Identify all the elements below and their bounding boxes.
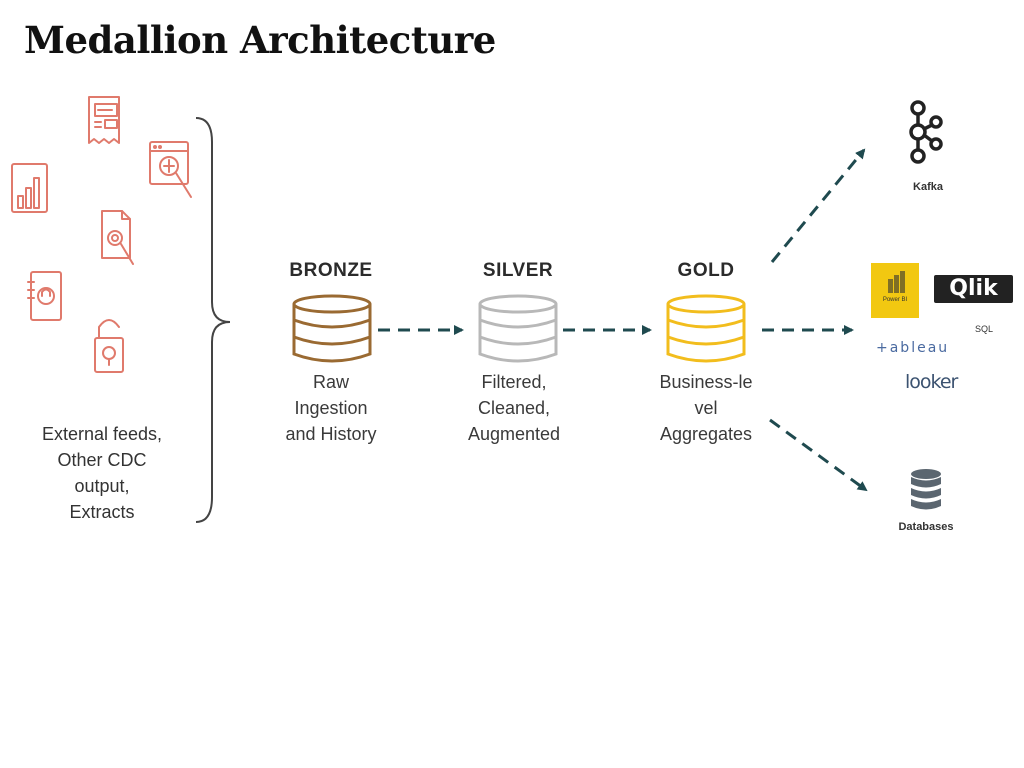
desc-line: Raw [312, 372, 349, 392]
desc-line: Cleaned, [477, 398, 551, 418]
gold-description: Business-le vel Aggregates [631, 369, 781, 447]
powerbi-label: Power BI [882, 297, 908, 303]
secure-document-icon [27, 271, 62, 321]
sources-brace [195, 117, 231, 523]
silver-description: Filtered, Cleaned, Augmented [439, 369, 589, 447]
caption-line: output, [74, 476, 130, 496]
kafka-label: Kafka [913, 181, 943, 193]
silver-label: SILVER [482, 260, 554, 281]
desc-line: Business-le [659, 372, 753, 392]
powerbi-bars-icon [888, 271, 905, 293]
desc-line: vel [694, 398, 718, 418]
caption-line: External feeds, [41, 424, 163, 444]
desc-line: Augmented [467, 424, 561, 444]
page-title: Medallion Architecture [24, 18, 496, 62]
sql-label: SQL [975, 324, 994, 334]
bronze-description: Raw Ingestion and History [256, 369, 406, 447]
tableau-logo: +ableau [876, 340, 949, 356]
sources-caption: External feeds, Other CDC output, Extrac… [22, 421, 182, 525]
looker-logo: looker [905, 371, 958, 393]
looker-label: looker [905, 371, 958, 393]
databases-label: Databases [898, 521, 954, 533]
bar-chart-icon [11, 163, 48, 213]
document-search-icon [101, 210, 134, 265]
bronze-database-icon [292, 294, 372, 363]
qlik-logo: Qlik [934, 275, 1013, 303]
kafka-icon [909, 100, 943, 164]
bronze-label: BRONZE [289, 260, 373, 281]
gold-database-icon [666, 294, 746, 363]
gold-to-databases-arrow [769, 418, 868, 492]
tableau-label: +ableau [876, 340, 950, 356]
databases-icon [911, 469, 941, 510]
silver-database-icon [478, 294, 558, 363]
web-search-icon [149, 141, 192, 198]
source-icons [11, 96, 192, 373]
desc-line: and History [285, 424, 377, 444]
desc-line: Aggregates [659, 424, 753, 444]
gold-label: GOLD [677, 260, 735, 281]
gold-to-kafka-arrow [770, 148, 866, 263]
desc-line: Ingestion [294, 398, 368, 418]
desc-line: Filtered, [481, 372, 547, 392]
qlik-label: Qlik [949, 276, 998, 301]
caption-line: Other CDC [57, 450, 147, 470]
receipt-icon [88, 96, 120, 144]
powerbi-logo: Power BI [871, 263, 919, 318]
caption-line: Extracts [69, 502, 135, 522]
padlock-icon [94, 319, 124, 373]
